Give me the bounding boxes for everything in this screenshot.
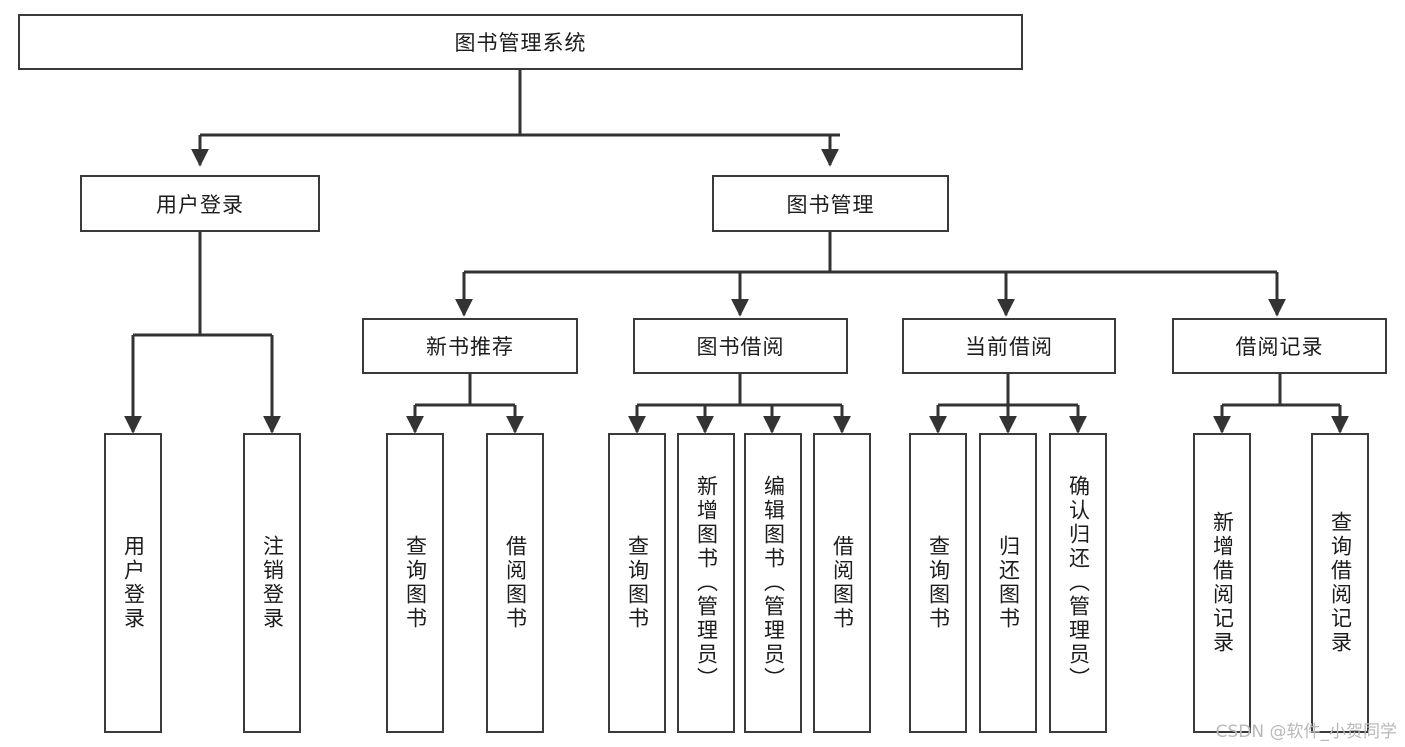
leaf-label: 用户登录 <box>121 535 146 631</box>
leaf-label: 注销登录 <box>260 535 285 631</box>
leaf-current-query-book[interactable]: 查询图书 <box>909 433 967 733</box>
leaf-label: 编辑图书（管理员） <box>761 475 786 691</box>
leaf-label: 新增借阅记录 <box>1210 511 1235 655</box>
node-borrow-record[interactable]: 借阅记录 <box>1172 318 1387 374</box>
leaf-label: 借阅图书 <box>503 535 528 631</box>
leaf-borrow-query-book[interactable]: 查询图书 <box>608 433 666 733</box>
node-book-management-label: 图书管理 <box>786 192 875 217</box>
leaf-label: 查询图书 <box>625 535 650 631</box>
leaf-borrow-edit-book[interactable]: 编辑图书（管理员） <box>744 433 802 733</box>
node-book-borrow-label: 图书借阅 <box>696 335 785 359</box>
leaf-label: 借阅图书 <box>830 535 855 631</box>
leaf-borrow-borrow-book[interactable]: 借阅图书 <box>813 433 871 733</box>
leaf-user-login-login[interactable]: 用户登录 <box>104 433 162 733</box>
node-user-login[interactable]: 用户登录 <box>80 175 320 232</box>
leaf-record-query-record[interactable]: 查询借阅记录 <box>1311 433 1369 733</box>
node-book-borrow[interactable]: 图书借阅 <box>633 318 848 374</box>
node-user-login-label: 用户登录 <box>156 192 244 217</box>
leaf-label: 查询图书 <box>403 535 428 631</box>
leaf-recommend-query-book[interactable]: 查询图书 <box>386 433 444 733</box>
watermark: CSDN @软件_小贺同学 <box>1215 722 1397 742</box>
leaf-record-add-record[interactable]: 新增借阅记录 <box>1193 433 1251 733</box>
node-new-book-recommend[interactable]: 新书推荐 <box>362 318 578 374</box>
node-current-borrow-label: 当前借阅 <box>965 335 1053 359</box>
node-root-label: 图书管理系统 <box>454 31 587 55</box>
leaf-label: 确认归还（管理员） <box>1066 475 1091 691</box>
node-root[interactable]: 图书管理系统 <box>18 14 1023 70</box>
leaf-label: 查询借阅记录 <box>1328 511 1353 655</box>
leaf-label: 查询图书 <box>926 535 951 631</box>
leaf-user-login-logout[interactable]: 注销登录 <box>243 433 301 733</box>
node-book-management[interactable]: 图书管理 <box>712 175 949 232</box>
node-new-book-recommend-label: 新书推荐 <box>426 335 514 359</box>
leaf-current-return-book[interactable]: 归还图书 <box>979 433 1037 733</box>
leaf-label: 归还图书 <box>996 535 1021 631</box>
leaf-current-confirm-return[interactable]: 确认归还（管理员） <box>1049 433 1107 733</box>
leaf-borrow-add-book[interactable]: 新增图书（管理员） <box>677 433 735 733</box>
leaf-recommend-borrow-book[interactable]: 借阅图书 <box>486 433 544 733</box>
node-borrow-record-label: 借阅记录 <box>1235 335 1324 359</box>
leaf-label: 新增图书（管理员） <box>694 475 719 691</box>
node-current-borrow[interactable]: 当前借阅 <box>902 318 1116 374</box>
